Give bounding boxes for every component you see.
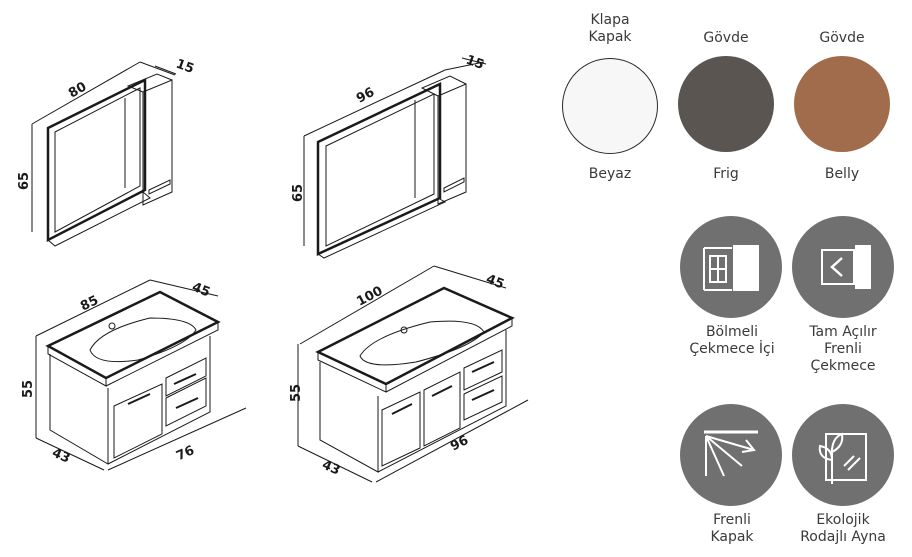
feature-label-4: Ekolojik Rodajlı Ayna: [800, 512, 886, 545]
cabinet-small-height: 55: [21, 380, 36, 398]
cabinet-large-drawing: [297, 265, 529, 483]
mirror-small-depth: 15: [174, 57, 196, 77]
cabinet-large-body-width: 96: [448, 433, 471, 454]
feature-label-3: Frenli Kapak: [710, 512, 754, 545]
cabinet-small-body-width: 76: [174, 443, 197, 464]
swatch-frig: [678, 56, 774, 152]
color-header-2: Gövde: [703, 30, 749, 46]
mirror-small-height: 65: [17, 172, 32, 190]
mirror-small-width: 80: [66, 79, 89, 101]
eco-mirror-icon: [792, 404, 894, 506]
swatch-beyaz: [562, 58, 658, 154]
cabinet-small-top-depth: 45: [190, 280, 212, 301]
cabinet-small-side-depth: 43: [50, 446, 73, 467]
cabinet-small-drawing: [35, 279, 247, 471]
technical-drawings: 80 65 15 96 65 15 85 45 55 43 76 100 45 …: [17, 53, 529, 483]
cabinet-large-top-width: 100: [354, 284, 385, 310]
cabinet-large-height: 55: [289, 384, 304, 402]
color-header-3: Gövde: [819, 30, 865, 46]
mirror-large-depth: 15: [464, 53, 486, 73]
color-header-1: Klapa Kapak: [588, 12, 632, 45]
mirror-large-height: 65: [291, 184, 306, 202]
cabinet-large-top-depth: 45: [484, 272, 506, 293]
cabinet-small-top-width: 85: [78, 293, 101, 314]
color-name-1: Beyaz: [588, 166, 632, 182]
soft-close-door-icon: [680, 404, 782, 506]
feature-label-2: Tam Açılır Frenli Çekmece: [809, 324, 877, 374]
drawer-organizer-icon: [680, 216, 782, 318]
mirror-large-drawing: [303, 57, 487, 259]
cabinet-large-side-depth: 43: [320, 458, 343, 479]
color-name-2: Frig: [713, 166, 739, 182]
color-name-3: Belly: [824, 166, 860, 182]
mirror-small-drawing: [31, 61, 177, 247]
swatch-belly: [794, 56, 890, 152]
feature-label-1: Bölmeli Çekmece İçi: [689, 324, 775, 357]
soft-close-drawer-icon: [792, 216, 894, 318]
